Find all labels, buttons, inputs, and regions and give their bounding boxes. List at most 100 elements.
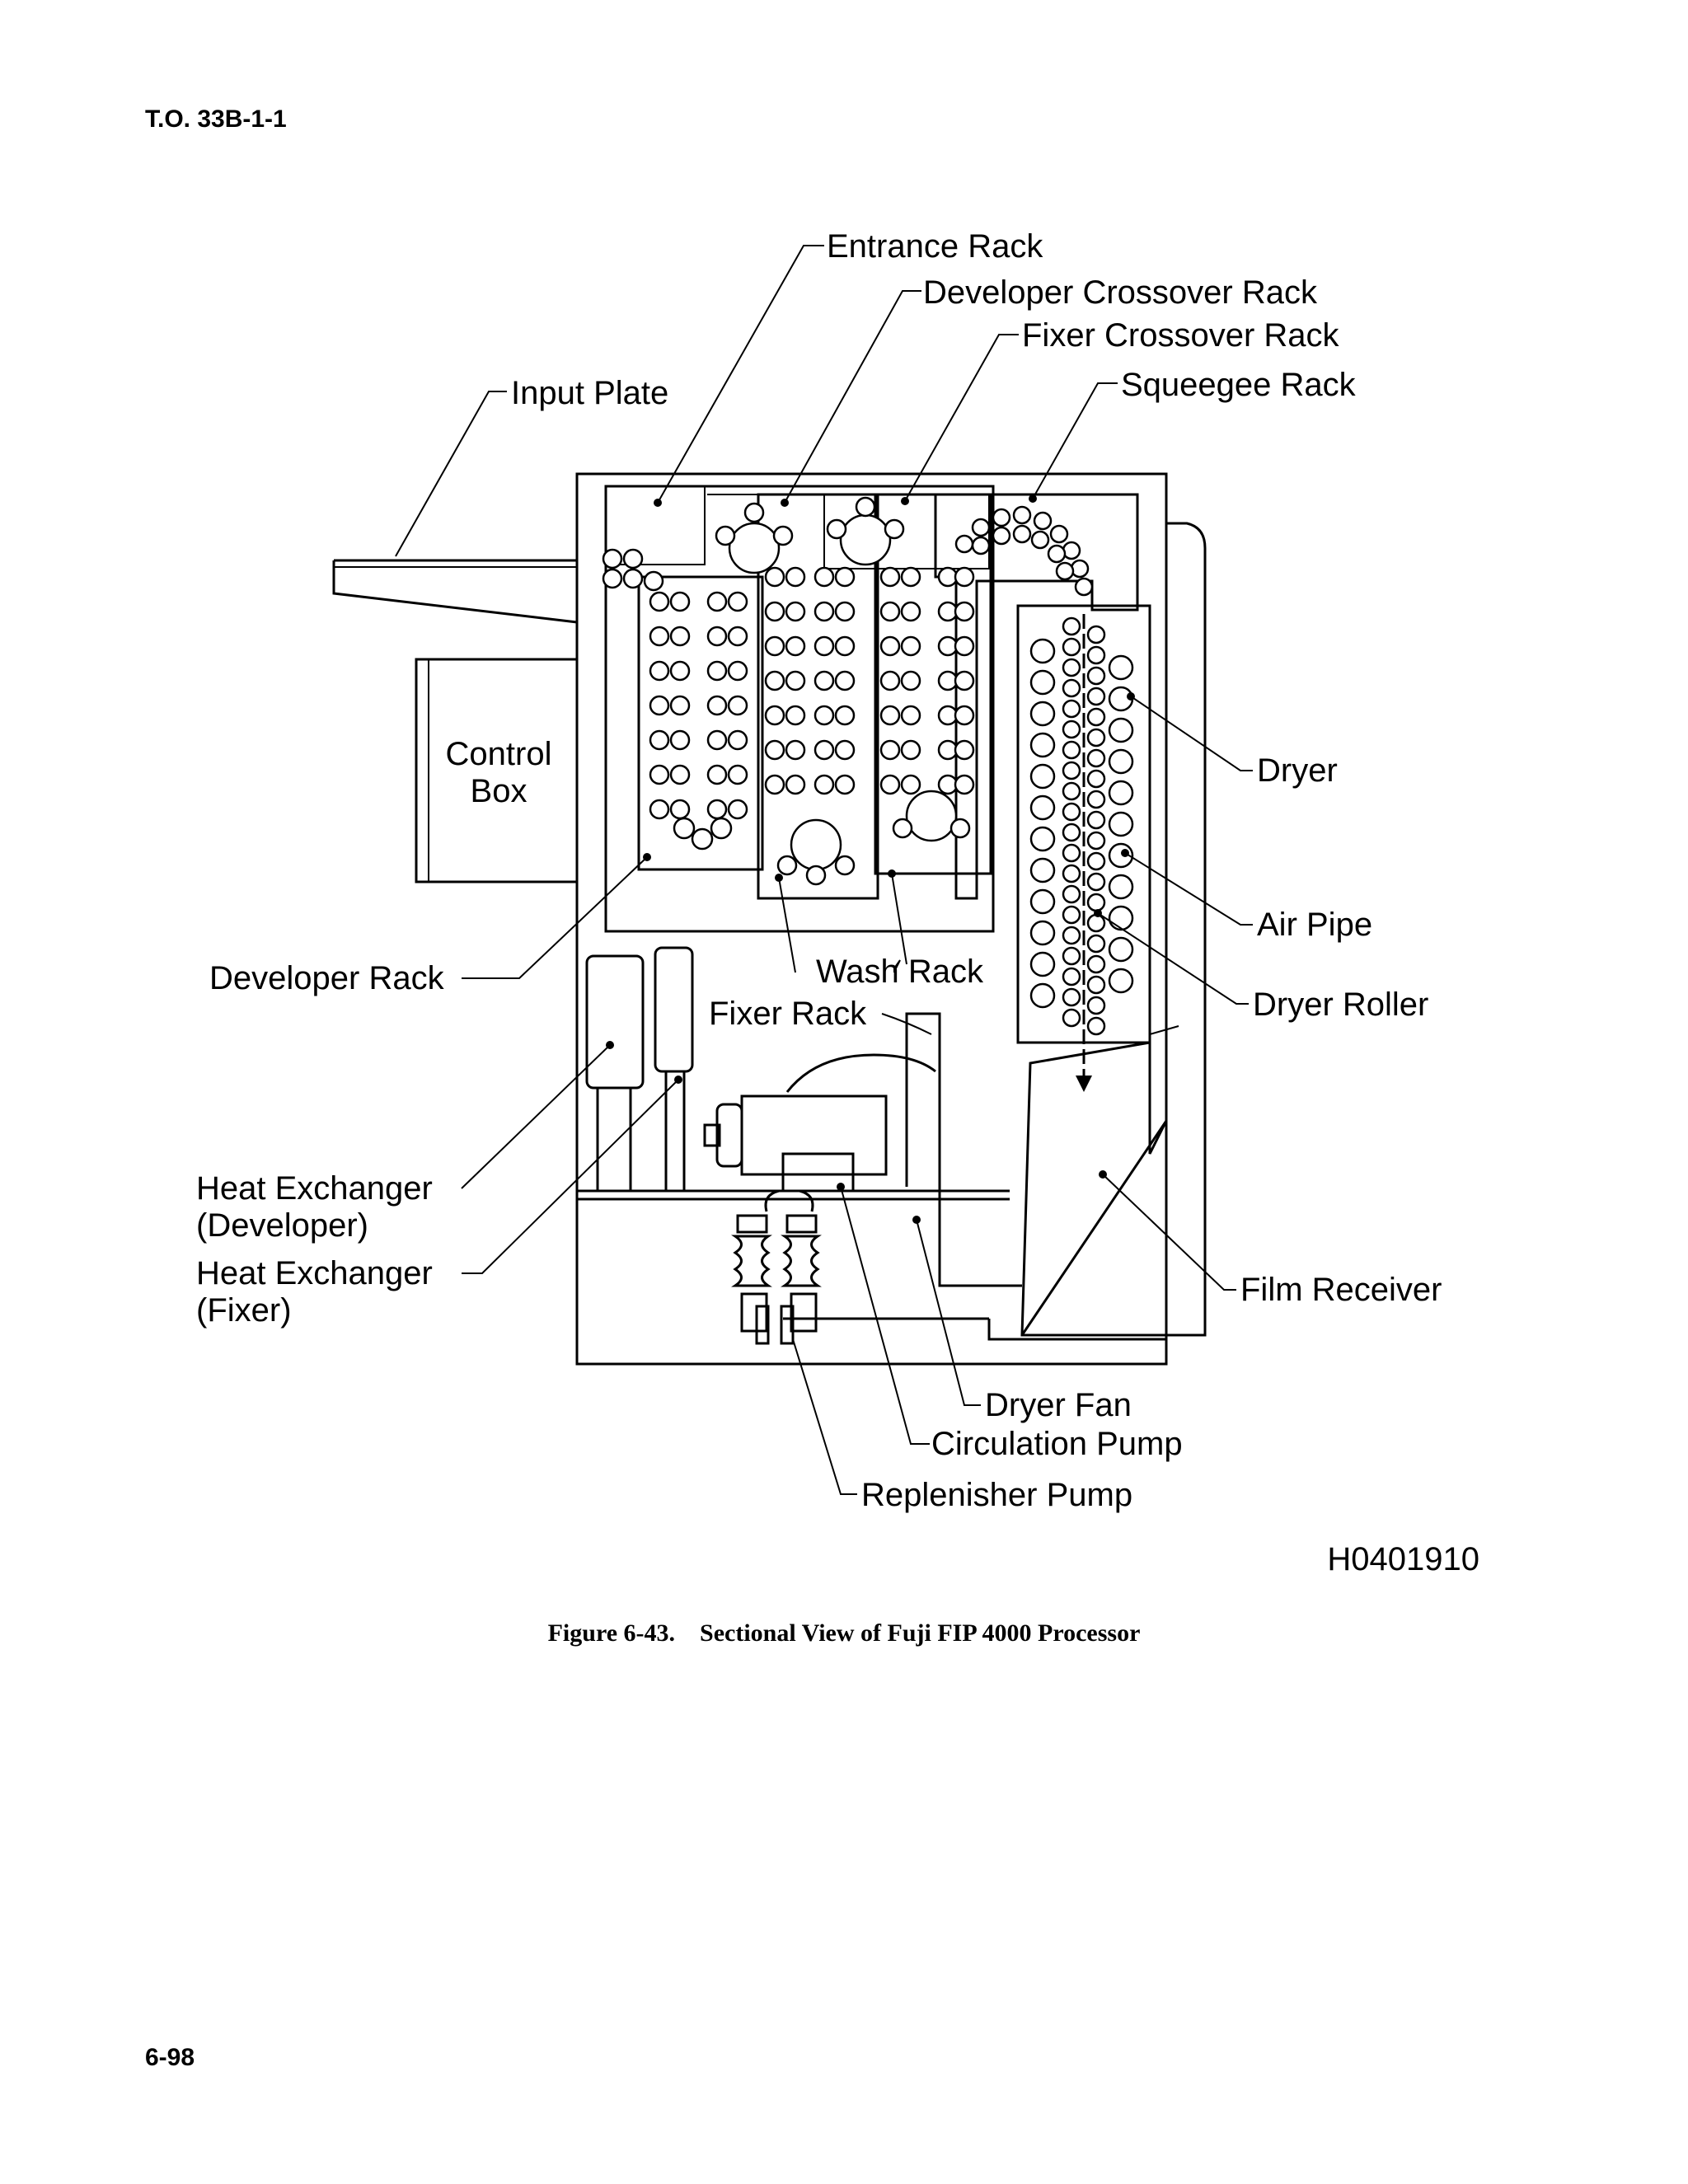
roller — [1074, 577, 1094, 597]
roller — [1070, 559, 1090, 579]
roller — [649, 660, 670, 682]
roller — [954, 566, 975, 588]
processor-housing — [575, 472, 1207, 1366]
label-heat-exchanger-developer-1: Heat Exchanger — [196, 1170, 433, 1207]
roller — [772, 525, 794, 546]
roller — [1108, 905, 1134, 931]
roller — [785, 739, 806, 761]
label-replenisher-pump: Replenisher Pump — [861, 1477, 1132, 1513]
roller — [1086, 851, 1106, 871]
roller — [879, 566, 901, 588]
roller — [1029, 763, 1056, 790]
roller — [1062, 1008, 1081, 1028]
roller — [649, 591, 670, 612]
label-fixer-rack: Fixer Rack — [709, 996, 867, 1032]
roller — [884, 518, 905, 540]
roller — [900, 774, 921, 795]
roller — [1108, 811, 1134, 837]
label-heat-exchanger-fixer-2: (Fixer) — [196, 1292, 292, 1329]
roller — [622, 568, 644, 589]
roller — [1047, 544, 1067, 564]
roller — [764, 670, 785, 691]
heat-exchanger-fixer — [654, 946, 694, 1191]
roller — [1029, 951, 1056, 977]
label-dryer: Dryer — [1257, 752, 1338, 789]
roller — [785, 670, 806, 691]
roller — [1062, 967, 1081, 987]
roller — [1062, 637, 1081, 657]
roller — [727, 695, 748, 716]
roller — [1062, 761, 1081, 780]
roller — [764, 774, 785, 795]
roller — [1062, 699, 1081, 719]
roller — [727, 764, 748, 785]
roller — [814, 566, 835, 588]
roller — [1086, 769, 1106, 789]
roller — [1062, 987, 1081, 1007]
roller — [954, 774, 975, 795]
roller — [1086, 666, 1106, 686]
diagram-labels: Entrance Rack Developer Crossover Rack F… — [196, 228, 1479, 1577]
roller — [1029, 638, 1056, 664]
roller — [1030, 530, 1050, 550]
roller — [669, 729, 691, 751]
roller — [706, 626, 728, 647]
roller — [814, 774, 835, 795]
roller — [1062, 616, 1081, 636]
figure-caption: Figure 6-43. Sectional View of Fuji FIP … — [0, 1619, 1688, 1647]
roller — [706, 799, 728, 820]
label-developer-rack: Developer Rack — [209, 960, 445, 996]
label-control-box-2: Box — [471, 773, 528, 809]
roller — [727, 729, 748, 751]
label-air-pipe: Air Pipe — [1257, 907, 1372, 943]
roller — [602, 548, 623, 569]
roller — [954, 635, 975, 657]
roller — [839, 513, 892, 566]
roller-set — [602, 496, 1134, 1036]
roller — [715, 525, 736, 546]
roller — [879, 635, 901, 657]
roller — [814, 739, 835, 761]
roller — [1086, 748, 1106, 768]
roller — [900, 635, 921, 657]
roller — [1062, 719, 1081, 739]
roller — [834, 705, 856, 726]
document-header: T.O. 33B-1-1 — [145, 105, 287, 133]
roller — [1062, 658, 1081, 677]
heat-exchanger-developer — [585, 954, 645, 1191]
roller — [954, 739, 975, 761]
roller — [669, 764, 691, 785]
roller — [1062, 541, 1081, 560]
roller — [950, 818, 971, 839]
roller — [669, 591, 691, 612]
roller — [1029, 920, 1056, 946]
roller — [1029, 982, 1056, 1009]
label-wash-rack: Wash Rack — [816, 954, 984, 990]
roller — [790, 818, 842, 871]
label-entrance-rack: Entrance Rack — [827, 228, 1043, 265]
roller — [814, 670, 835, 691]
leader-lines — [395, 245, 1253, 1495]
roller — [834, 566, 856, 588]
roller — [954, 705, 975, 726]
roller — [937, 601, 959, 622]
roller — [706, 591, 728, 612]
roller — [1062, 884, 1081, 904]
roller — [1086, 954, 1106, 974]
roller — [743, 502, 765, 523]
label-dryer-fan: Dryer Fan — [985, 1387, 1132, 1423]
roller — [1062, 843, 1081, 863]
roller — [1029, 826, 1056, 852]
film-path-arrow — [1076, 614, 1092, 1092]
roller — [785, 774, 806, 795]
roller — [900, 601, 921, 622]
roller — [1108, 748, 1134, 775]
roller — [937, 635, 959, 657]
roller — [905, 790, 958, 842]
roller — [728, 522, 781, 574]
label-circulation-pump: Circulation Pump — [931, 1426, 1183, 1462]
label-fixer-crossover-rack: Fixer Crossover Rack — [1022, 317, 1340, 354]
roller — [649, 729, 670, 751]
roller — [622, 548, 644, 569]
